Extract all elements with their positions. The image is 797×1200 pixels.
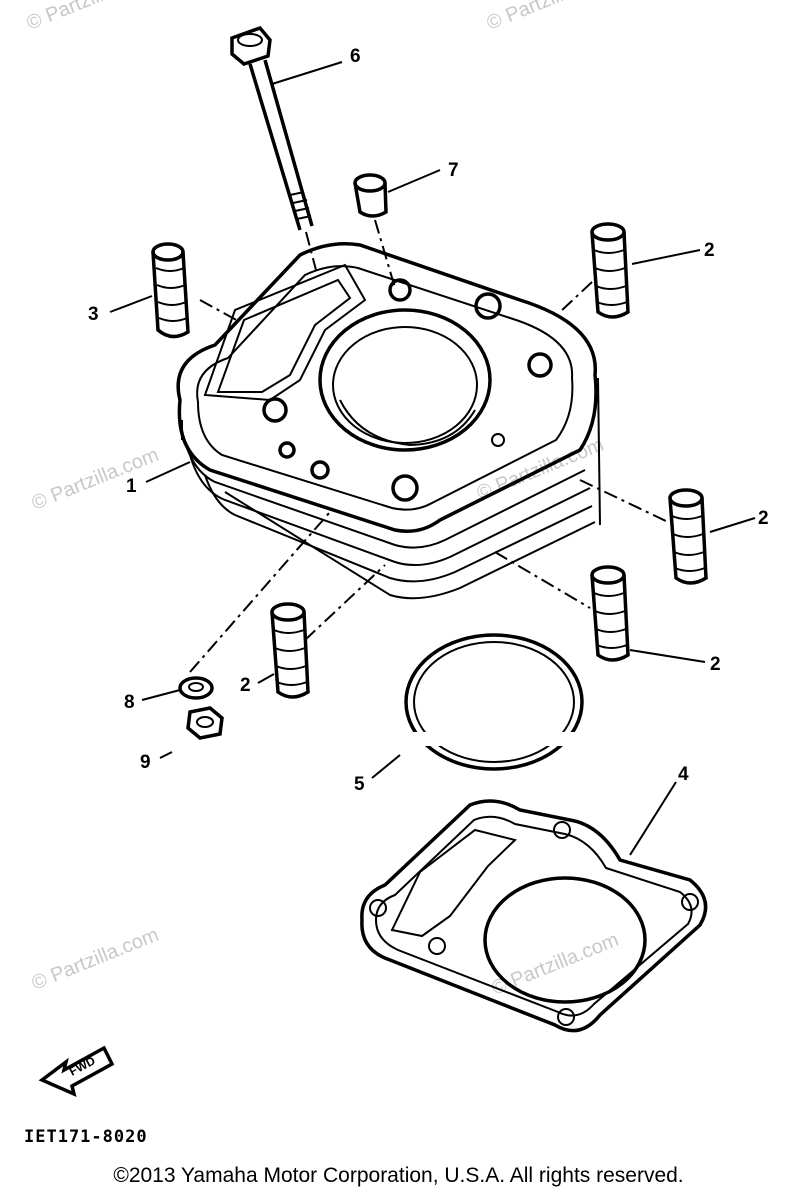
watermark-top-right: © Partzilla.com <box>484 0 617 35</box>
watermark-bottom-right: © Partzilla.com <box>489 929 622 1000</box>
diagram-code: IET171-8020 <box>24 1127 148 1147</box>
callout-5: 5 <box>354 774 365 795</box>
callout-8: 8 <box>124 692 135 713</box>
watermarks: © Partzilla.com © Partzilla.com © Partzi… <box>24 0 622 1000</box>
callout-1: 1 <box>126 476 137 497</box>
watermark-top-left: © Partzilla.com <box>24 0 157 35</box>
dowel-part-3 <box>151 242 241 339</box>
watermark-mid-left: © Partzilla.com <box>29 444 162 515</box>
fwd-arrow-icon: FWD <box>38 1045 115 1098</box>
callout-2-lower-left: 2 <box>240 675 251 696</box>
callout-7: 7 <box>448 160 459 181</box>
washer-part-8 <box>178 511 331 700</box>
callout-2-mid-right: 2 <box>758 508 769 529</box>
dowel-part-2-lower-right <box>494 551 630 662</box>
watermark-bottom-left: © Partzilla.com <box>29 924 162 995</box>
callout-6: 6 <box>350 46 361 67</box>
callout-2-upper-right: 2 <box>704 240 715 261</box>
callout-9: 9 <box>140 752 151 773</box>
leader-lines <box>109 61 756 856</box>
nut-part-9 <box>186 706 224 740</box>
callout-2-lower-right: 2 <box>710 654 721 675</box>
gasket-part-4 <box>360 799 708 1033</box>
callout-3: 3 <box>88 304 99 325</box>
dowel-part-2-mid-right <box>579 479 708 585</box>
oring-part-5 <box>400 633 584 771</box>
dowel-part-2-lower-left <box>270 564 386 699</box>
copyright-notice: ©2013 Yamaha Motor Corporation, U.S.A. A… <box>113 1164 684 1187</box>
callout-numbers: 6 7 3 2 2 2 2 1 8 9 5 4 <box>88 46 769 795</box>
bolt-part-6 <box>230 25 317 271</box>
dowel-part-2-upper-right <box>559 222 630 319</box>
cylinder-part-1 <box>176 242 601 600</box>
callout-4: 4 <box>678 764 689 785</box>
